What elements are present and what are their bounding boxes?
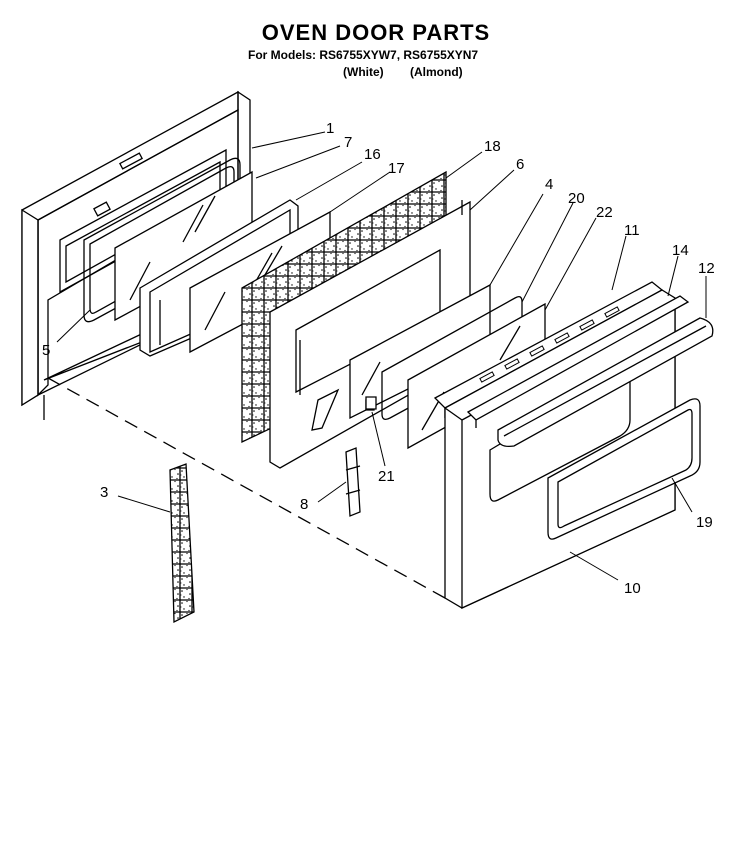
callout-5: 5 (42, 342, 51, 359)
callout-8: 8 (300, 496, 309, 513)
callout-14: 14 (672, 242, 689, 259)
alignment-dashed-line (48, 378, 445, 598)
callout-10: 10 (624, 580, 641, 597)
part-14-vent-strip (468, 296, 688, 428)
callout-22: 22 (596, 204, 613, 221)
variant-almond: (Almond) (410, 65, 463, 79)
variant-white: (White) (343, 65, 384, 79)
callout-11: 11 (624, 222, 640, 239)
callout-7: 7 (344, 134, 353, 151)
callout-21: 21 (378, 468, 395, 485)
models-line: For Models: RS6755XYW7, RS6755XYN7 (248, 48, 479, 62)
part-19-window-trim (548, 399, 700, 539)
callout-20: 20 (568, 190, 585, 207)
callout-17: 17 (388, 160, 405, 177)
callout-4: 4 (545, 176, 554, 193)
part-6-panel-frame (270, 200, 470, 468)
part-3-side-strip (170, 464, 194, 622)
callout-16: 16 (364, 146, 381, 163)
part-12-handle (498, 318, 713, 446)
callout-12: 12 (698, 260, 715, 277)
callout-1: 1 (326, 120, 335, 137)
callout-6: 6 (516, 156, 525, 173)
part-8-hinge (346, 448, 360, 516)
callout-19: 19 (696, 514, 713, 531)
callout-3: 3 (100, 484, 109, 501)
part-21-clip (366, 397, 376, 409)
leader-lines (57, 132, 706, 580)
diagram-title: OVEN DOOR PARTS (261, 20, 491, 45)
callout-18: 18 (484, 138, 501, 155)
